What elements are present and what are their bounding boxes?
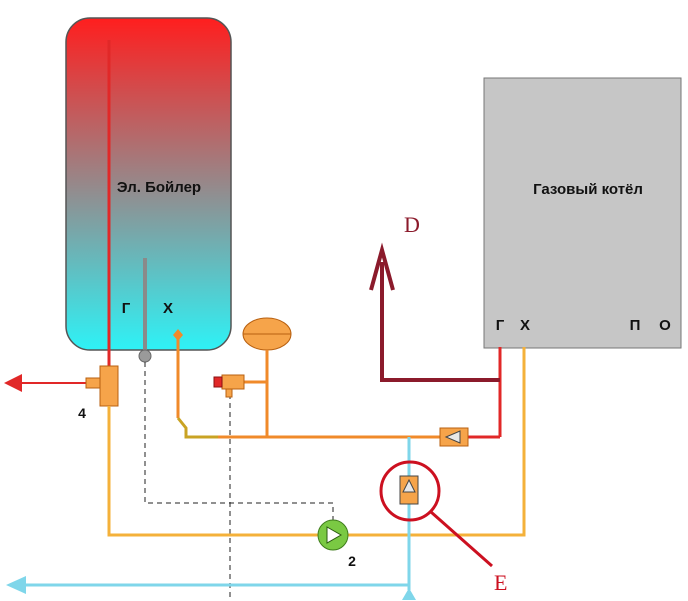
check-valve-direction-icon [444,430,461,444]
circulation-pump-number: 2 [348,553,356,569]
electric-boiler-hot-label: Г [122,300,131,317]
mixing-valve [99,365,119,407]
gas-boiler-hot-label: Г [496,317,505,334]
flow-switch-direction-icon [402,478,416,493]
gas-boiler-body [483,77,682,349]
safety-valve-cap [213,376,223,388]
gas-boiler-return-label: О [659,317,671,334]
hot-water-outlet-arrow [4,374,22,392]
safety-valve [221,374,245,390]
safety-valve-outlet [225,388,233,398]
mixing-valve-handle [85,377,101,389]
boiler-cold-pipe-olive [176,417,218,439]
e-label: E [494,570,507,595]
gas-boiler-cold-label: Х [520,317,530,334]
gas-boiler-supply-label: П [630,317,641,334]
e-callout-leader [430,510,493,568]
circulation-pump-direction-icon [326,526,343,544]
electric-boiler-title: Эл. Бойлер [117,179,201,196]
cold-supply-inlet-arrow [402,588,416,600]
mixing-valve-number: 4 [78,405,86,421]
e-callout-circle [379,460,441,522]
sensor-cable [144,362,334,520]
electric-boiler-cold-label: Х [163,300,173,317]
temperature-sensor [138,349,152,363]
d-outlet-pipe [380,262,500,382]
d-outlet-arrow [369,242,395,291]
cold-supply-outlet-arrow [6,576,26,594]
boiler-cold-fitting [173,329,183,341]
return-loop-pipe [107,347,526,537]
d-label: D [404,212,420,237]
electric-boiler-tank [65,17,232,351]
gas-boiler-title: Газовый котёл [533,181,643,198]
